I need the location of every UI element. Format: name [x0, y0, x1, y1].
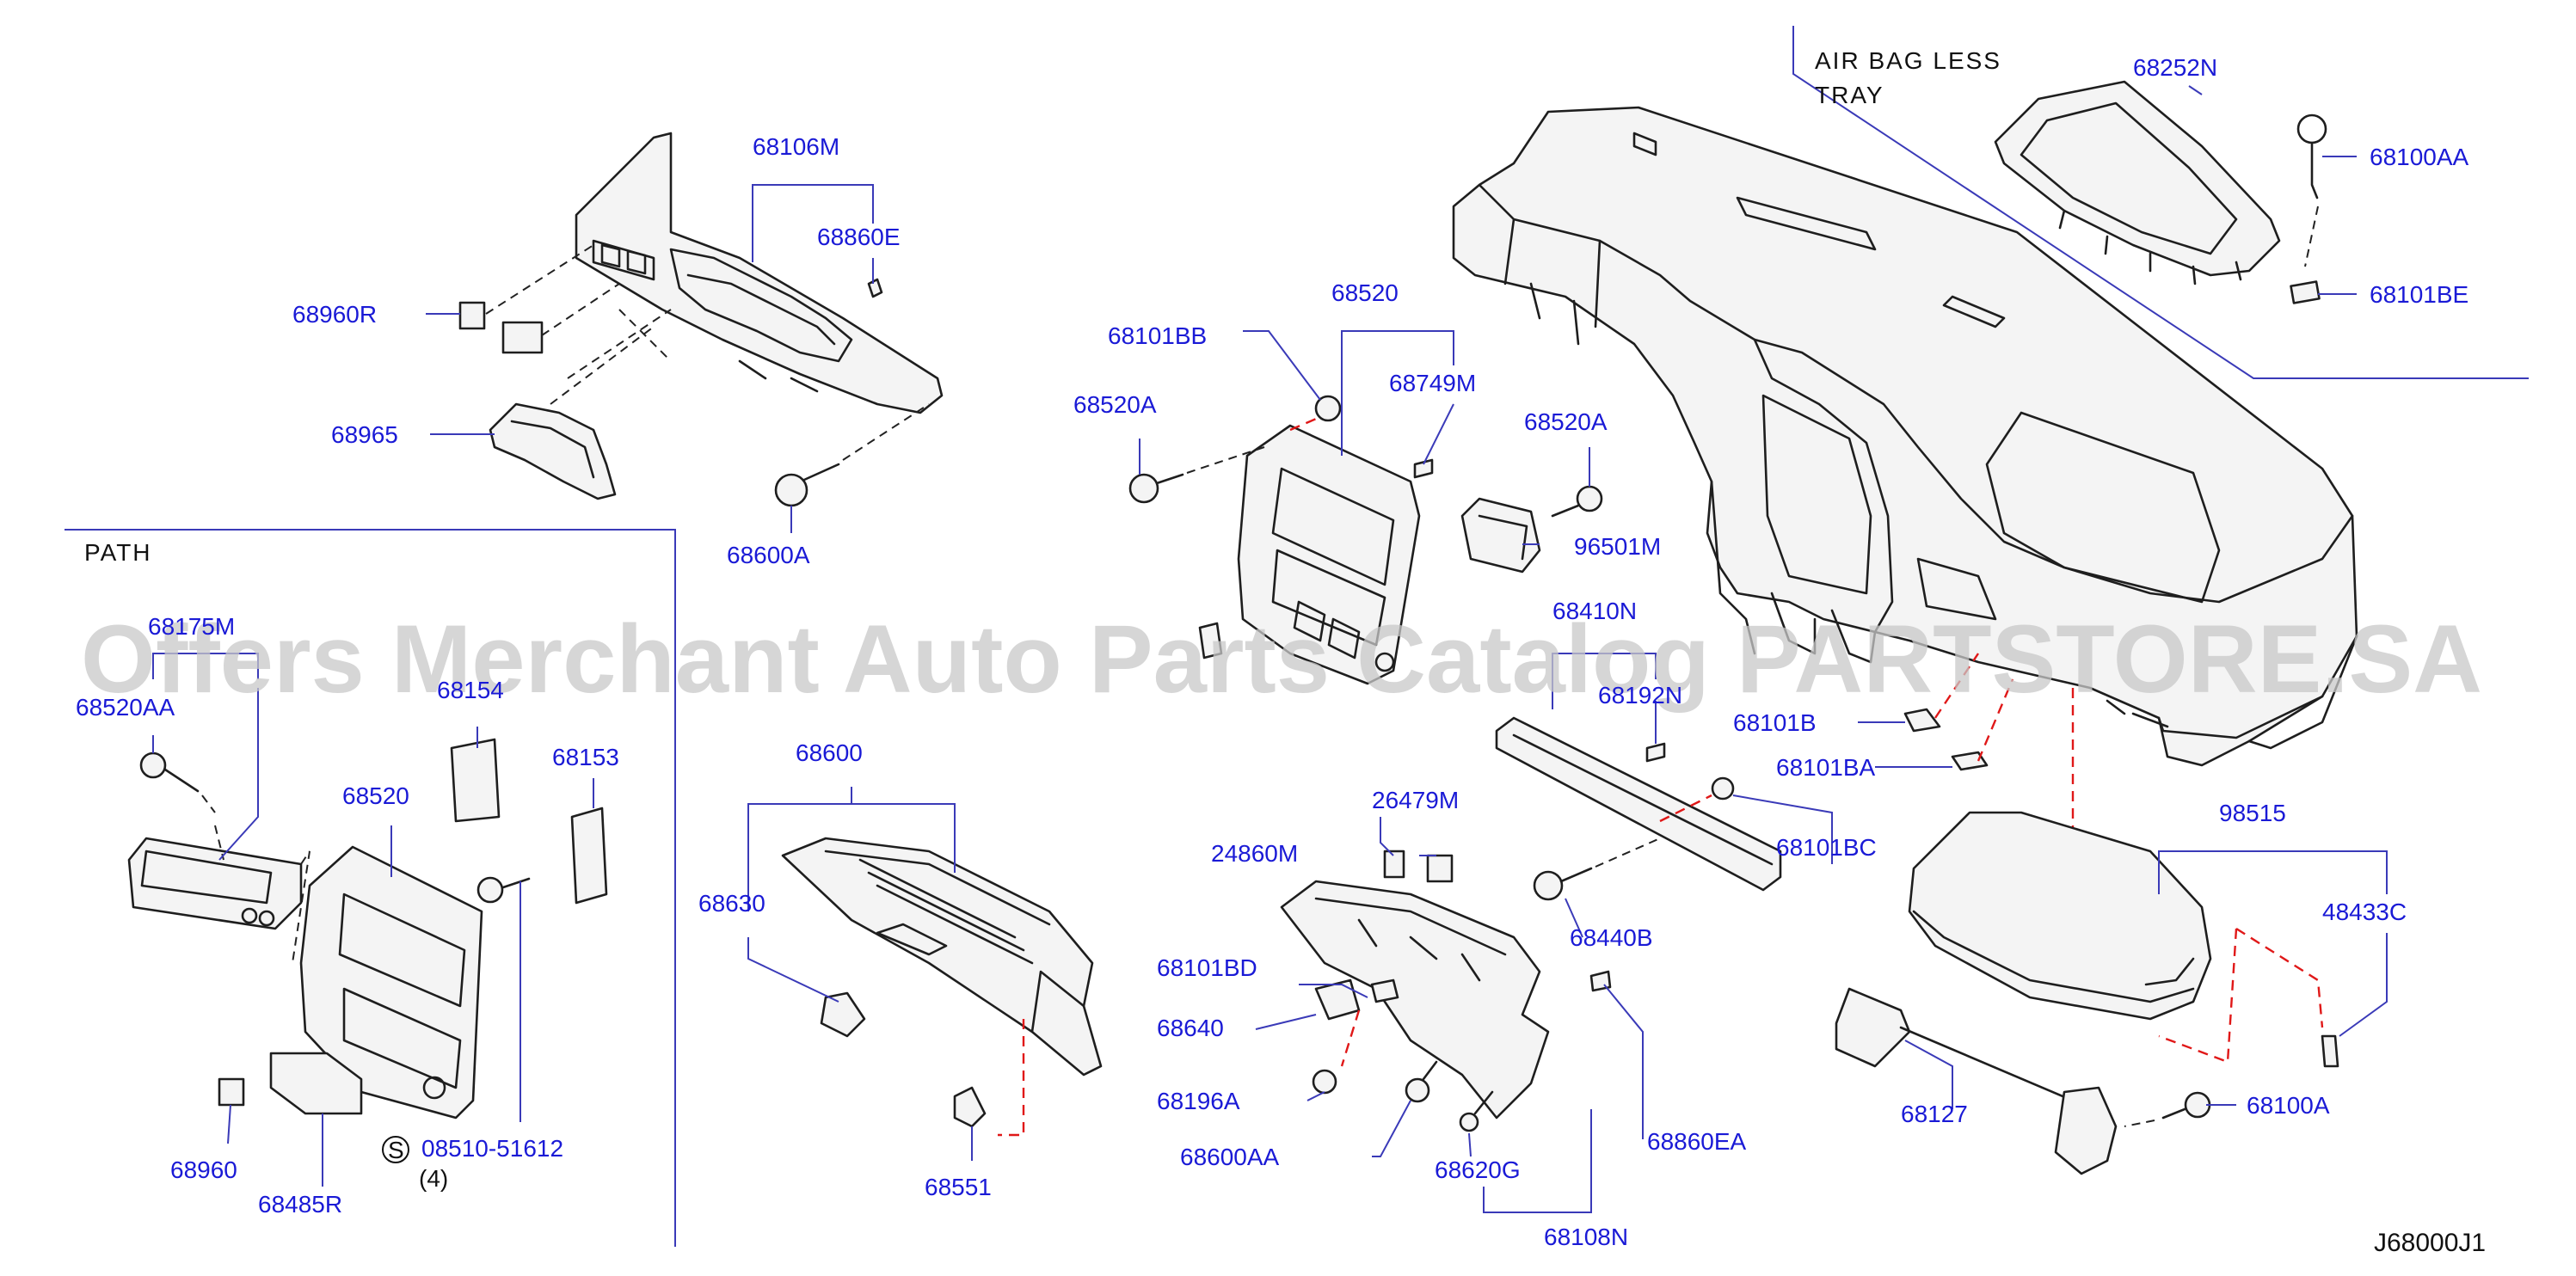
- label-68640: 68640: [1157, 1015, 1224, 1041]
- label-68600AA: 68600AA: [1180, 1144, 1280, 1170]
- label-68860EA: 68860EA: [1647, 1128, 1747, 1155]
- path-section: [127, 738, 608, 1120]
- label-68860E: 68860E: [817, 224, 901, 250]
- label-68175M: 68175M: [148, 613, 235, 640]
- label-68252N: 68252N: [2133, 54, 2217, 81]
- instrument-panel: [1452, 106, 2358, 767]
- label-tray: TRAY: [1815, 82, 1884, 108]
- label-68520: 68520: [1331, 279, 1399, 306]
- cluster-finisher-68520: [1128, 395, 1434, 685]
- label-68965: 68965: [331, 421, 398, 448]
- label-68101BE: 68101BE: [2370, 281, 2468, 308]
- part-labels: AIR BAG LESS TRAY PATH 68252N 68100AA 68…: [76, 47, 2486, 1257]
- lower-cover-68108N: [1280, 850, 1612, 1132]
- label-68440B: 68440B: [1570, 924, 1653, 951]
- airbag-module-98515: [1835, 811, 2339, 1175]
- label-68630: 68630: [698, 890, 765, 917]
- leader-lines: [152, 85, 2388, 1213]
- label-26479M: 26479M: [1372, 787, 1459, 813]
- section-frames: [65, 26, 2529, 1247]
- label-68960R: 68960R: [292, 301, 377, 328]
- label-s-symbol: S: [388, 1137, 404, 1163]
- finisher-strip-68410N: [1495, 653, 2075, 901]
- label-68154: 68154: [437, 677, 504, 703]
- label-98515: 98515: [2219, 800, 2286, 826]
- label-68101BA: 68101BA: [1776, 754, 1876, 781]
- label-68620G: 68620G: [1435, 1156, 1521, 1183]
- label-68520AA: 68520AA: [76, 694, 175, 721]
- diagram-code: J68000J1: [2374, 1229, 2486, 1257]
- label-68101BC: 68101BC: [1776, 834, 1877, 861]
- label-68192N: 68192N: [1598, 682, 1682, 709]
- label-96501M: 96501M: [1574, 533, 1661, 560]
- path-section-frame: [65, 529, 676, 1247]
- label-68551: 68551: [925, 1174, 992, 1200]
- label-air-bag-less: AIR BAG LESS: [1815, 47, 2001, 74]
- label-68108N: 68108N: [1544, 1224, 1628, 1250]
- label-68100AA: 68100AA: [2370, 144, 2469, 170]
- clip-68960R: [458, 301, 486, 330]
- glove-box-68600: [781, 837, 1103, 1137]
- screw-68600A: [774, 403, 930, 507]
- airbag-less-section-frame: [1792, 26, 2529, 379]
- lower-panel-68106M: [458, 132, 944, 414]
- label-68100A: 68100A: [2247, 1092, 2330, 1119]
- pocket-68965: [489, 326, 655, 500]
- switch-96501M: [1460, 485, 1603, 574]
- label-68101BB: 68101BB: [1108, 322, 1207, 349]
- label-68520A-right: 68520A: [1524, 408, 1608, 435]
- airbag-less-tray: [1994, 80, 2327, 304]
- label-68410N: 68410N: [1552, 598, 1637, 624]
- label-08510-51612: 08510-51612: [421, 1135, 563, 1162]
- label-68749M: 68749M: [1389, 370, 1476, 396]
- label-68101BD: 68101BD: [1157, 954, 1257, 981]
- label-48433C: 48433C: [2322, 899, 2407, 925]
- label-68520-path: 68520: [342, 782, 409, 809]
- label-68101B: 68101B: [1733, 709, 1817, 736]
- label-68600: 68600: [796, 739, 863, 766]
- watermark: Offers Merchant Auto Parts Catalog PARTS…: [81, 605, 2482, 713]
- label-path: PATH: [84, 539, 152, 566]
- s-symbol-circle: [382, 1136, 409, 1163]
- label-24860M: 24860M: [1211, 840, 1298, 867]
- label-68960: 68960: [170, 1156, 237, 1183]
- label-68520A-left: 68520A: [1073, 391, 1157, 418]
- label-68196A: 68196A: [1157, 1088, 1240, 1114]
- label-68153: 68153: [552, 744, 619, 770]
- label-68127: 68127: [1901, 1101, 1968, 1127]
- label-68485R: 68485R: [258, 1191, 342, 1218]
- label-68106M: 68106M: [753, 133, 839, 160]
- clip-68101BB: [1314, 395, 1342, 422]
- label-68600A: 68600A: [727, 542, 810, 568]
- label-08510-quantity: (4): [419, 1165, 448, 1192]
